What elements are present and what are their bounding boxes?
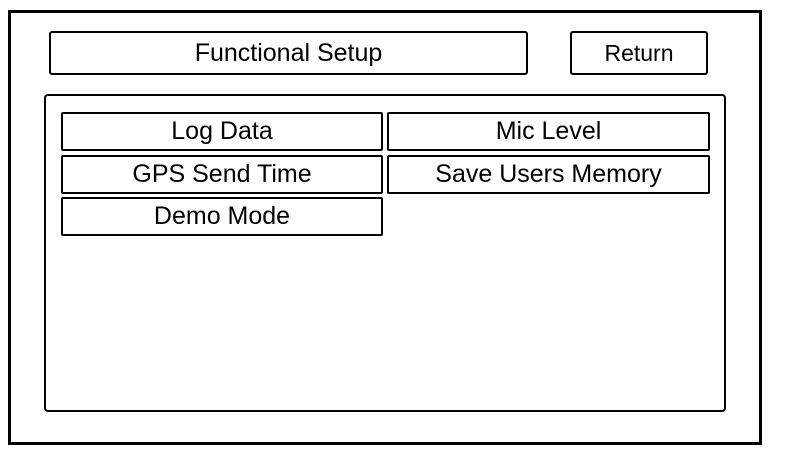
demo-mode-label: Demo Mode bbox=[153, 202, 291, 230]
save-users-memory-label: Save Users Memory bbox=[435, 160, 662, 188]
gps-send-time-label: GPS Send Time bbox=[132, 160, 312, 188]
gps-send-time-button[interactable]: GPS Send Time bbox=[61, 155, 383, 194]
demo-mode-button[interactable]: Demo Mode bbox=[61, 197, 383, 236]
return-button-label: Return bbox=[604, 39, 674, 66]
page-title-text: Functional Setup bbox=[194, 38, 383, 67]
log-data-label: Log Data bbox=[171, 117, 273, 145]
save-users-memory-button[interactable]: Save Users Memory bbox=[387, 155, 710, 194]
mic-level-label: Mic Level bbox=[495, 117, 602, 145]
log-data-button[interactable]: Log Data bbox=[61, 112, 383, 151]
mic-level-button[interactable]: Mic Level bbox=[387, 112, 710, 151]
return-button[interactable]: Return bbox=[570, 31, 708, 75]
page-title: Functional Setup bbox=[49, 31, 528, 75]
